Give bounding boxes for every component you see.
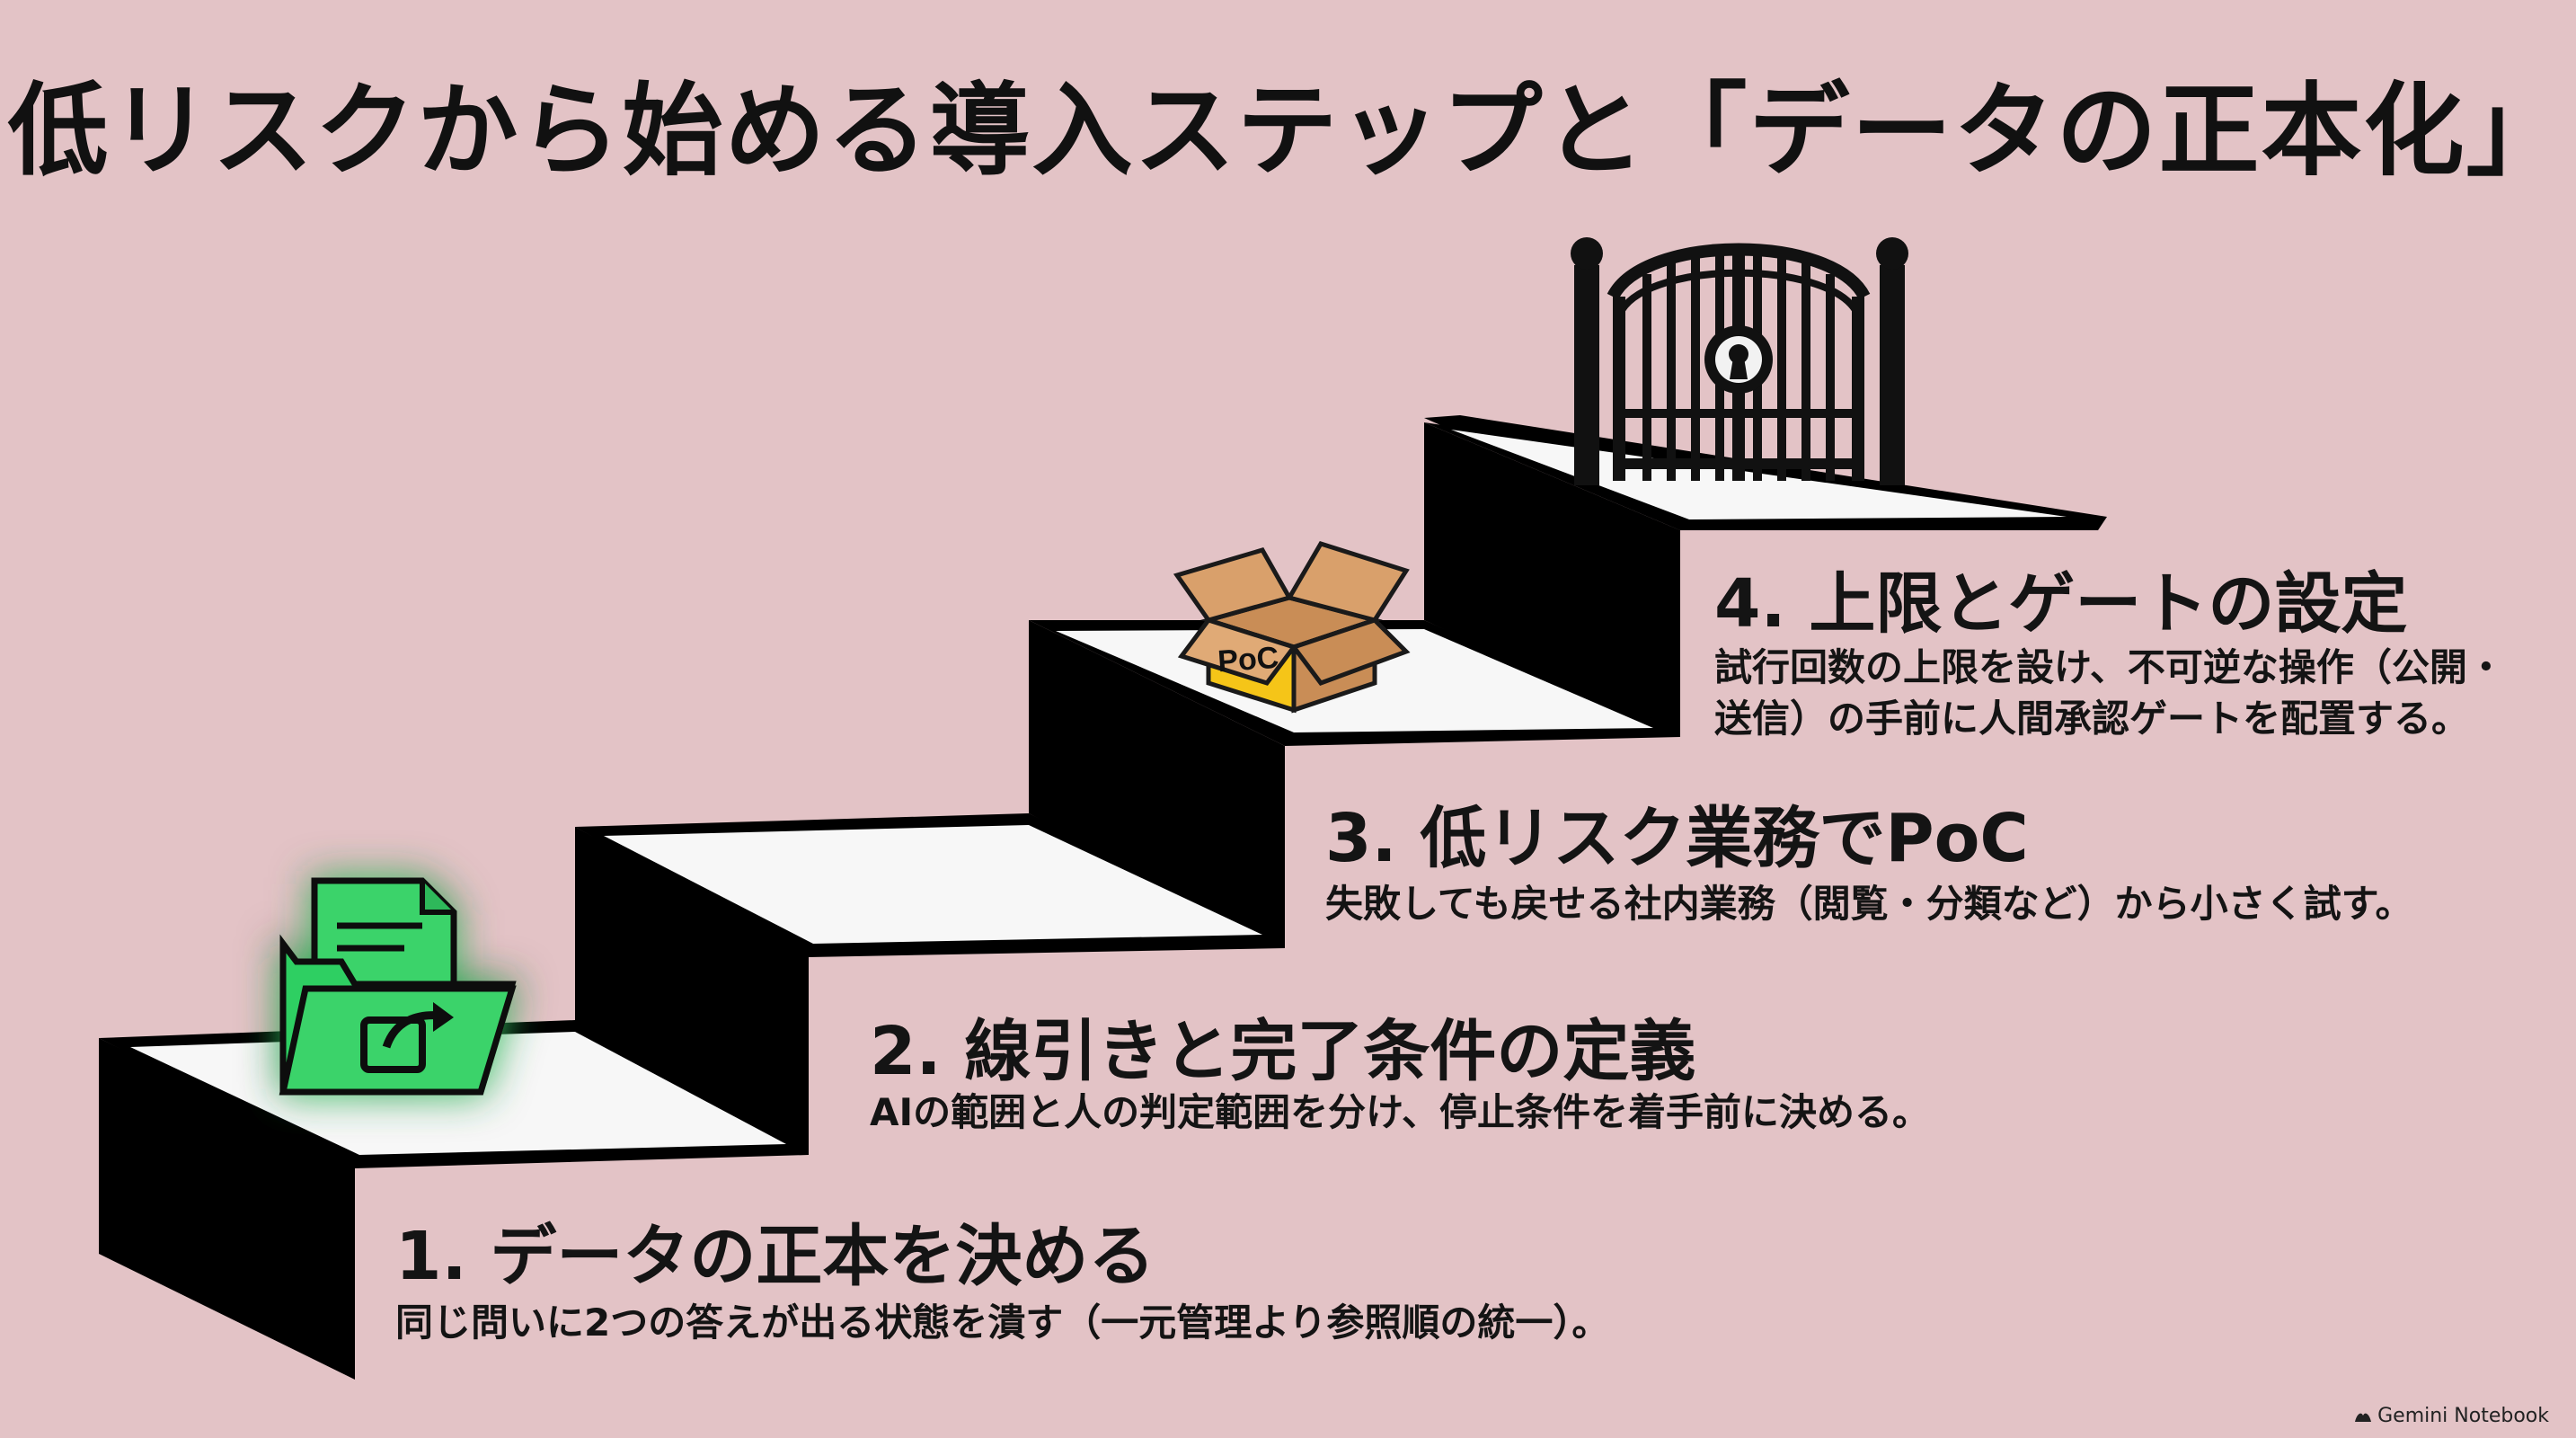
step-3-title: 3. 低リスク業務でPoC <box>1325 800 2029 877</box>
step-2-title: 2. 線引きと完了条件の定義 <box>870 1013 1696 1090</box>
step-4-description: 試行回数の上限を設け、不可逆な操作（公開・ 送信）の手前に人間承認ゲートを配置す… <box>1714 643 2505 744</box>
footer-label: Gemini Notebook <box>2377 1405 2549 1427</box>
step-3-description: 失敗しても戻せる社内業務（閲覧・分類など）から小さく試す。 <box>1325 882 2413 926</box>
step-2-description: AIの範囲と人の判定範囲を分け、停止条件を着手前に決める。 <box>870 1090 1931 1134</box>
locked-gate-icon <box>1571 237 1908 485</box>
footer-brand: Gemini Notebook <box>2354 1405 2549 1427</box>
poc-box-label: PoC <box>1217 641 1279 679</box>
step-4-description-line-1: 試行回数の上限を設け、不可逆な操作（公開・ <box>1714 645 2505 689</box>
document-folder-icon <box>279 877 517 1096</box>
poc-box-icon: PoC <box>1173 541 1411 714</box>
step-2-block <box>575 813 1285 1150</box>
step-4-description-line-2: 送信）の手前に人間承認ゲートを配置する。 <box>1714 696 2470 741</box>
step-1-description: 同じ問いに2つの答えが出る状態を潰す（一元管理より参照順の統一）。 <box>395 1300 1610 1345</box>
step-4-title: 4. 上限とゲートの設定 <box>1714 565 2408 643</box>
page-title: 低リスクから始める導入ステップと「データの正本化」 <box>7 73 2569 190</box>
step-1-title: 1. データの正本を決める <box>395 1218 1155 1295</box>
notebook-icon <box>2355 1413 2372 1422</box>
